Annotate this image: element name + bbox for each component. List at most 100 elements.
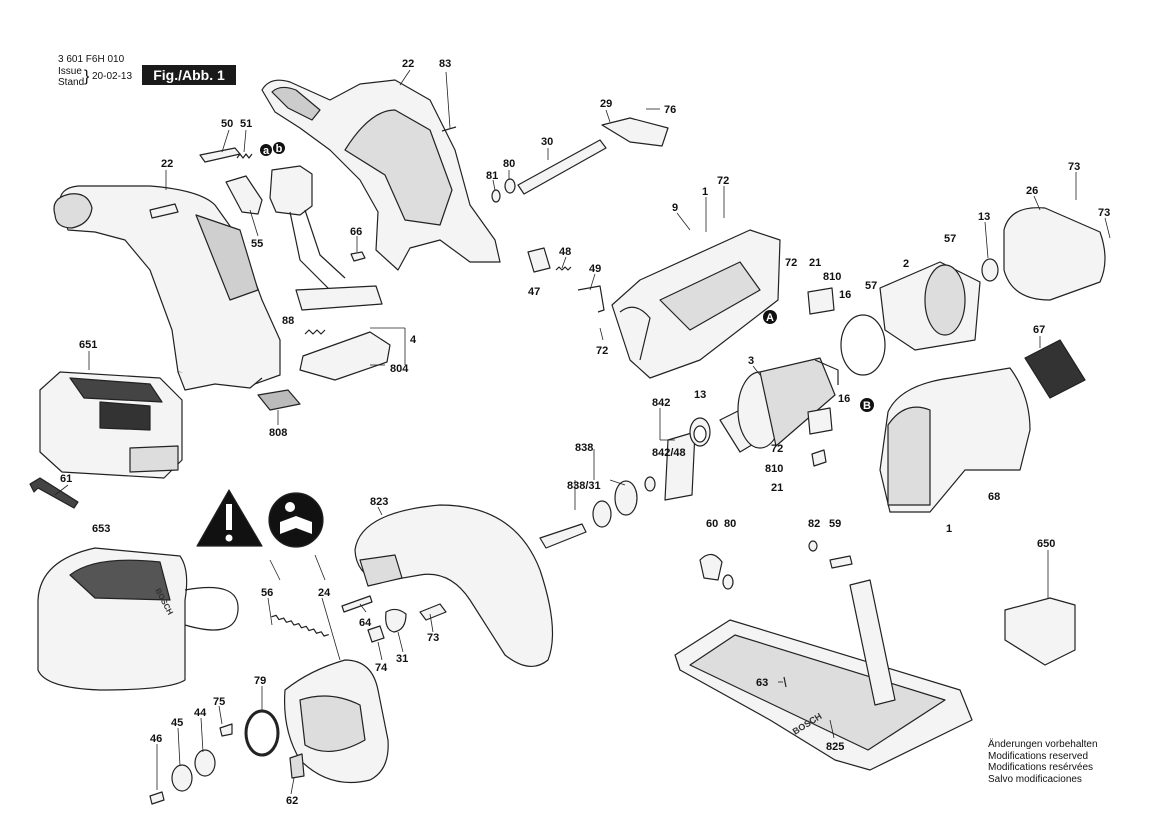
label-62 (289, 753, 305, 779)
part-number: 88 (282, 315, 294, 327)
part-number: 80 (503, 158, 515, 170)
note-fr: Modifications resérvées (988, 762, 1094, 773)
base-plate (674, 579, 973, 771)
part-number: 650 (1037, 538, 1055, 550)
part-number: 49 (589, 263, 601, 275)
pin-63 (783, 676, 787, 688)
label-808 (257, 389, 301, 411)
part-number: 651 (79, 339, 97, 351)
part-number: 44 (194, 707, 207, 719)
slider-spring (236, 153, 253, 159)
battery-charger (37, 547, 239, 691)
upper-blade-guard (354, 504, 554, 667)
brace-glyph: } (84, 68, 90, 85)
lower-blade-guard (283, 659, 389, 784)
part-number: 62 (286, 795, 298, 807)
stand-label: Stand (58, 77, 85, 88)
part-number: 1 (702, 186, 708, 198)
part-number: 72 (771, 443, 783, 455)
battery-contact-plate (299, 331, 391, 381)
issue-label: Issue (58, 66, 82, 77)
issue-date: 20-02-13 (92, 71, 133, 82)
shaft-30 (517, 139, 607, 195)
note-es: Salvo modificaciones (988, 773, 1082, 785)
spring-88 (304, 329, 326, 335)
washer-80-base (722, 574, 734, 590)
part-number: 653 (92, 523, 110, 535)
modifications-note: Änderungen vorbehalten Modifications res… (988, 739, 1098, 785)
document-number: 3 601 F6H 010 (58, 54, 125, 65)
part-number: 79 (254, 675, 266, 687)
part-number: 810 (823, 271, 841, 283)
part-number: 83 (439, 58, 451, 70)
end-cap (1003, 207, 1106, 301)
battery-pack (39, 371, 183, 479)
part-number: 48 (559, 246, 571, 258)
marker-b: b (276, 143, 283, 155)
bracket-650 (1004, 597, 1076, 666)
label-67 (1024, 339, 1086, 399)
part-number: 823 (370, 496, 388, 508)
part-number: 72 (717, 175, 729, 187)
part-number: 825 (826, 741, 844, 753)
screw-75 (219, 723, 233, 737)
marker-A: A (766, 312, 774, 324)
part-number: 810 (765, 463, 783, 475)
part-number: 51 (240, 118, 252, 130)
spring-48 (555, 266, 572, 271)
knob-29 (601, 117, 669, 147)
brush-holder-upper (807, 287, 835, 315)
housing-shell-left (53, 185, 281, 391)
part-number: 56 (261, 587, 273, 599)
marker-a: a (263, 145, 270, 157)
bushing-31 (385, 608, 407, 633)
part-number: 81 (486, 170, 498, 182)
part-number: 2 (903, 258, 909, 270)
motor-housing-frame (611, 229, 781, 379)
part-number: 24 (318, 587, 331, 599)
washer-81 (491, 189, 501, 203)
part-number: 64 (359, 617, 372, 629)
switch-slider (199, 147, 241, 163)
flange-44 (194, 749, 216, 777)
part-number-labels: 22 22 83 50 51 29 76 30 80 81 72 9 1 73 … (60, 58, 1110, 807)
part-number: 22 (402, 58, 414, 70)
bearing-plate (664, 431, 696, 501)
lock-off-button (225, 175, 263, 215)
part-number: 9 (672, 202, 678, 214)
part-number: 82 (808, 518, 820, 530)
brush-holder-lower (807, 407, 833, 435)
part-number: 30 (541, 136, 553, 148)
part-number: 838/31 (567, 480, 601, 492)
part-number: 31 (396, 653, 408, 665)
part-number: 61 (60, 473, 72, 485)
part-number: 13 (978, 211, 990, 223)
part-number: 50 (221, 118, 233, 130)
part-number: 72 (596, 345, 608, 357)
part-number: 67 (1033, 324, 1045, 336)
part-number: 21 (809, 257, 821, 269)
part-number: 808 (269, 427, 287, 439)
part-number: 3 (748, 355, 754, 367)
leader-lines (54, 69, 1111, 795)
part-47 (527, 247, 551, 273)
lever-49 (577, 285, 605, 313)
part-number: 74 (375, 662, 388, 674)
part-number: 57 (865, 280, 877, 292)
washer-82 (808, 540, 818, 552)
marker-B: B (863, 400, 871, 412)
guard-spring (271, 614, 329, 637)
part-number: 63 (756, 677, 768, 689)
part-number: 21 (771, 482, 783, 494)
part-number: 22 (161, 158, 173, 170)
part-number: 57 (944, 233, 956, 245)
motor-housing (879, 367, 1031, 513)
lever-60 (699, 553, 723, 581)
bearing-13-rear (981, 258, 999, 282)
part-number: 75 (213, 696, 225, 708)
part-number: 68 (988, 491, 1000, 503)
bolt-46 (149, 791, 165, 805)
housing-shell-right (261, 79, 501, 271)
flange-45 (171, 764, 193, 792)
armature (689, 357, 839, 453)
